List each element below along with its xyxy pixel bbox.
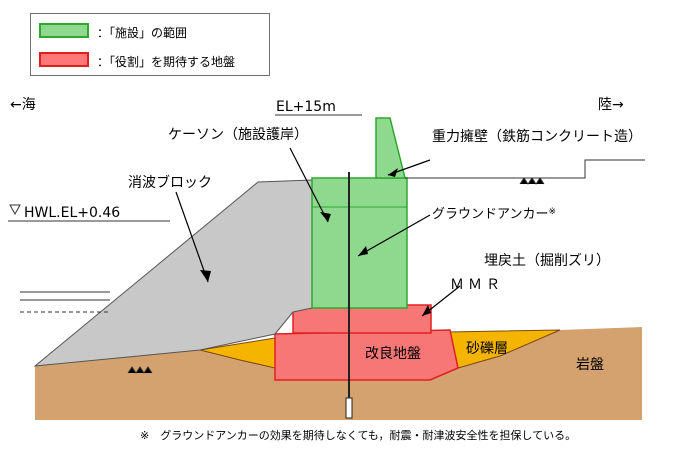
legend: ：「施設」の範囲 ：「役割」を期待する地盤 (30, 13, 270, 76)
wave-block-label: 消波ブロック (128, 175, 212, 191)
role-swatch (39, 52, 89, 67)
improved-ground-label: 改良地盤 (365, 346, 421, 362)
sea-direction-label: ←海 (10, 97, 36, 113)
legend-role-label: ：「役割」を期待する地盤 (97, 55, 236, 69)
hwl-label: HWL.EL+0.46 (24, 205, 121, 221)
backfill-surface (405, 159, 645, 179)
gravity-wall (375, 117, 406, 179)
footnote: ※ グラウンドアンカーの効果を期待しなくても，耐震・耐津波安全性を担保している。 (140, 429, 577, 442)
mmr-label: ＭＭＲ (450, 277, 504, 293)
anchor-label-text: グラウンドアンカー (432, 207, 549, 222)
anchor-mark: ※ (548, 207, 557, 217)
caisson-block (311, 177, 408, 309)
legend-facility-label: ：「施設」の範囲 (97, 26, 188, 40)
land-direction-label: 陸→ (598, 97, 624, 113)
facility-swatch (39, 23, 89, 38)
gravity-wall-label: 重力擁壁（鉄筋コンクリート造） (432, 129, 642, 145)
anchor-label: グラウンドアンカー※ (432, 207, 557, 222)
backfill-label: 埋戻土（掘削ズリ） (484, 253, 610, 269)
bedrock-label: 岩盤 (576, 357, 604, 373)
gravel-label: 砂礫層 (466, 341, 508, 357)
el-top-label: EL+15m (276, 99, 336, 115)
mmr-block (292, 304, 432, 334)
caisson-label: ケーソン（施設護岸） (168, 127, 308, 143)
wave-block-area (33, 179, 313, 367)
